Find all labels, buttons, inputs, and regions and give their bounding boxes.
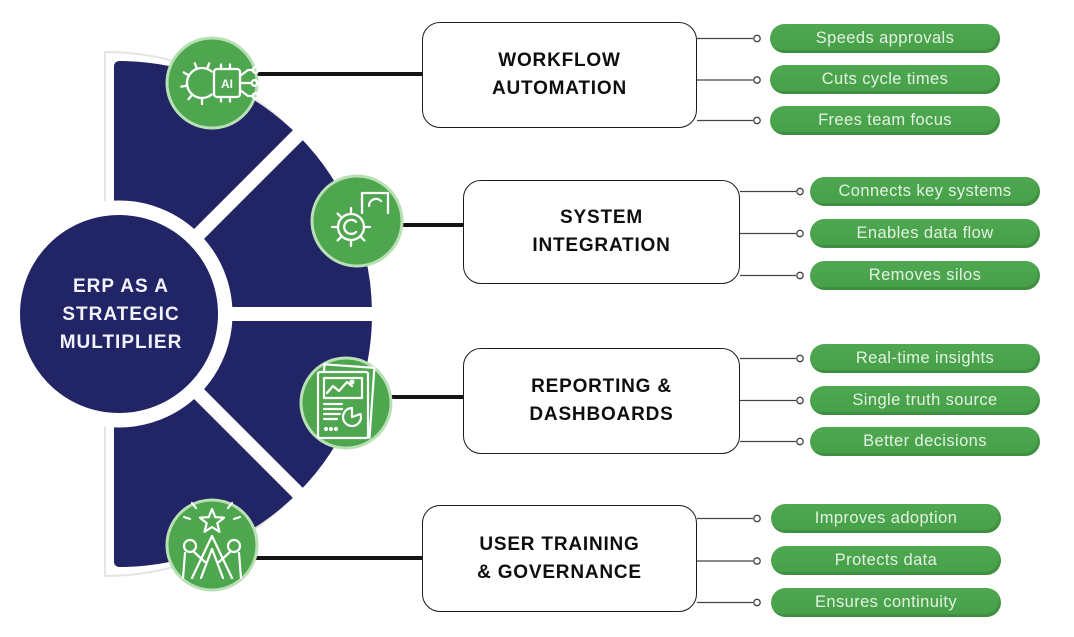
benefit-pill: Removes silos [810, 261, 1040, 290]
topic-title-line: USER TRAINING [479, 533, 640, 555]
hub-title: ERP AS A STRATEGIC MULTIPLIER [21, 273, 221, 357]
topic-title-line: INTEGRATION [532, 235, 671, 256]
ai-chip-label: AI [221, 77, 233, 91]
benefit-pill: Speeds approvals [770, 24, 1000, 53]
team-star-icon [165, 498, 259, 592]
benefit-pill: Cuts cycle times [770, 65, 1000, 94]
topic-title-line: SYSTEM [560, 207, 643, 228]
topic-title-line: AUTOMATION [491, 78, 627, 99]
topic-title-line: DASHBOARDS [529, 404, 674, 425]
benefit-pill: Ensures continuity [771, 588, 1001, 617]
topic-title-line: WORKFLOW [498, 50, 621, 71]
topic-box-system-integration: SYSTEM INTEGRATION [463, 180, 740, 284]
hub-title-line: STRATEGIC [62, 304, 180, 325]
benefit-pill: Improves adoption [771, 504, 1001, 533]
hub-circle [20, 215, 218, 413]
benefit-pill: Real-time insights [810, 344, 1040, 373]
topic-title-line: REPORTING & [531, 376, 672, 397]
benefit-pill: Frees team focus [770, 106, 1000, 135]
topic-box-user-training-governance: USER TRAINING & GOVERNANCE [422, 505, 697, 612]
topic-box-reporting-dashboards: REPORTING & DASHBOARDS [463, 348, 740, 454]
ai-chip-gear-icon: AI [165, 36, 260, 130]
benefit-pill: Single truth source [810, 386, 1040, 415]
topic-box-workflow-automation: WORKFLOW AUTOMATION [422, 22, 697, 128]
thin-connectors [697, 34, 804, 607]
gear-pie-icon [310, 174, 404, 268]
hub-title-line: ERP AS A [73, 276, 169, 297]
benefit-pill: Better decisions [810, 427, 1040, 456]
report-chart-icon [299, 356, 393, 450]
topic-title-line: & GOVERNANCE [477, 561, 642, 583]
benefit-pill: Protects data [771, 546, 1001, 575]
benefit-pill: Connects key systems [810, 177, 1040, 206]
hub-title-line: MULTIPLIER [59, 332, 183, 353]
benefit-pill: Enables data flow [810, 219, 1040, 248]
hub-ring-gap [5, 200, 233, 428]
